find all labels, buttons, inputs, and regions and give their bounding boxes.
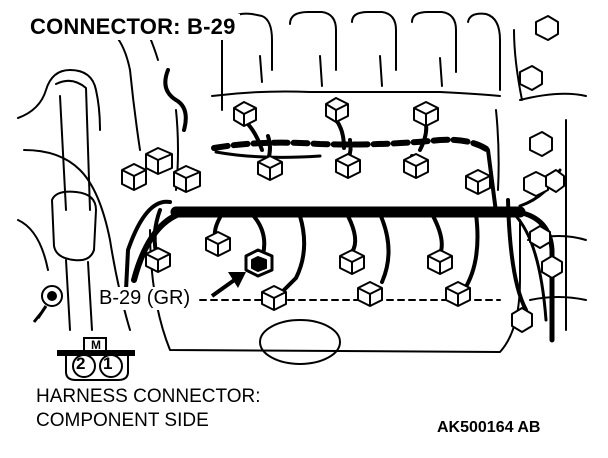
connector-cube <box>145 247 171 273</box>
connector-cube <box>511 307 533 333</box>
connector-cube <box>173 165 201 193</box>
engine-block <box>149 109 521 365</box>
connector-title: CONNECTOR: B-29 <box>26 14 240 40</box>
connector-cube <box>357 281 383 307</box>
harness-side-label-line1: HARNESS CONNECTOR: <box>36 386 261 407</box>
connector-cube <box>257 155 283 181</box>
connector-cube <box>523 171 549 197</box>
connector-cube <box>325 97 349 123</box>
connector-cube <box>121 163 147 191</box>
connector-cube <box>545 169 565 193</box>
connector-face-icon <box>57 337 135 381</box>
connector-cube <box>261 285 287 311</box>
connector-cube <box>403 153 429 179</box>
connector-callout-label: B-29 (GR) <box>97 287 193 310</box>
pin-label-1: 1 <box>103 354 113 373</box>
connector-cube <box>427 249 453 275</box>
connector-header-label: M <box>91 338 101 352</box>
connector-cube <box>233 101 257 127</box>
connector-cube <box>465 169 491 195</box>
connector-cube <box>445 281 471 307</box>
connector-cube <box>145 147 173 175</box>
left-hose <box>17 17 159 331</box>
pointer-arrow <box>210 272 246 298</box>
connector-cube <box>205 231 231 257</box>
connector-cube <box>413 101 439 127</box>
connector-cube <box>519 65 543 91</box>
pin-label-2: 2 <box>76 354 86 373</box>
figure-code: AK500164 AB <box>437 419 541 436</box>
intake-manifold <box>211 11 501 111</box>
harness-side-label-line2: COMPONENT SIDE <box>36 410 209 431</box>
connector-cube <box>339 249 365 275</box>
connector-cube <box>335 153 361 179</box>
connectors <box>121 15 565 333</box>
ground-terminal <box>32 285 63 323</box>
connector-b29-gr <box>244 248 274 278</box>
connector-cube <box>529 131 553 157</box>
connector-cube <box>529 225 551 249</box>
connector-cube <box>541 255 563 279</box>
connector-cube <box>535 15 559 41</box>
